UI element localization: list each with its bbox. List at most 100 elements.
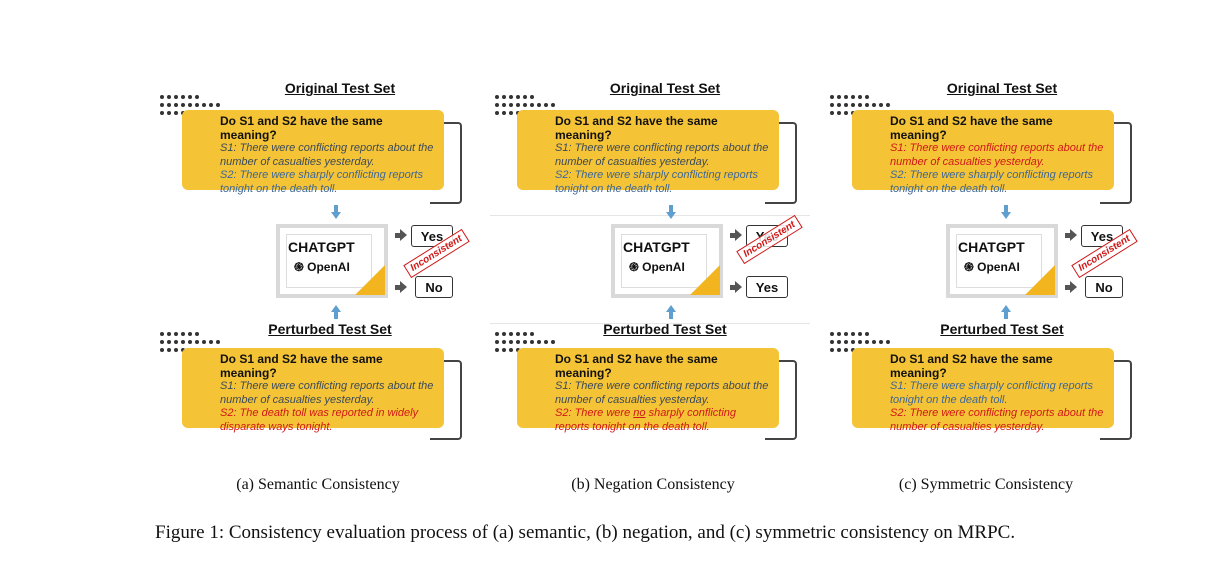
- up-arrow-icon: [666, 305, 676, 319]
- dot: [195, 103, 199, 107]
- dot: [195, 332, 199, 336]
- dot: [174, 103, 178, 107]
- dot: [188, 340, 192, 344]
- perturbed-test-set-header: Perturbed Test Set: [940, 321, 1064, 337]
- original-s2: S2: There were sharply conflicting repor…: [890, 169, 1093, 195]
- dot: [537, 340, 541, 344]
- perturbed-s2: S2: The death toll was reported in widel…: [220, 407, 419, 433]
- dot: [851, 103, 855, 107]
- dot: [216, 340, 220, 344]
- dot: [844, 340, 848, 344]
- dot: [530, 103, 534, 107]
- perturbed-test-set-header: Perturbed Test Set: [268, 321, 392, 337]
- answer-perturbed: Yes: [746, 276, 788, 298]
- dot: [523, 340, 527, 344]
- dot: [830, 348, 834, 352]
- perturbed-s1: S1: There were sharply conflicting repor…: [890, 380, 1093, 406]
- dot: [844, 348, 848, 352]
- dot: [160, 340, 164, 344]
- dot: [551, 340, 555, 344]
- panel-symmetric: Original Test Set Do S1 and S2 have the …: [830, 0, 1160, 470]
- card-bracket: [430, 122, 462, 204]
- original-card: Do S1 and S2 have the same meaning? S1: …: [182, 110, 444, 195]
- dot: [181, 340, 185, 344]
- dot: [502, 103, 506, 107]
- dot: [174, 332, 178, 336]
- card-bracket: [765, 122, 797, 204]
- dot: [495, 95, 499, 99]
- dot: [188, 95, 192, 99]
- negation-word: no: [633, 407, 646, 419]
- perturbed-s1: S1: There were conflicting reports about…: [220, 380, 434, 406]
- original-card: Do S1 and S2 have the same meaning? S1: …: [517, 110, 779, 195]
- subcaption-b: (b) Negation Consistency: [571, 476, 735, 493]
- dot: [851, 332, 855, 336]
- dot: [858, 332, 862, 336]
- openai-logo-icon: ֍: [294, 260, 308, 274]
- dot: [160, 103, 164, 107]
- dot: [167, 111, 171, 115]
- dot: [858, 340, 862, 344]
- dot: [202, 340, 206, 344]
- dot: [174, 348, 178, 352]
- answer-arrow-icon: [395, 281, 407, 293]
- dot: [167, 103, 171, 107]
- openai-logo-icon: ֍: [629, 260, 643, 274]
- dot: [167, 332, 171, 336]
- answer-arrow-icon: [395, 229, 407, 241]
- card-bracket: [430, 360, 462, 440]
- answer-perturbed: No: [415, 276, 453, 298]
- answer-arrow-icon: [730, 281, 742, 293]
- dot: [174, 95, 178, 99]
- dot: [844, 95, 848, 99]
- original-s1: S1: There were conflicting reports about…: [220, 142, 434, 168]
- dot: [509, 332, 513, 336]
- dot: [502, 348, 506, 352]
- dot: [509, 340, 513, 344]
- dot: [209, 340, 213, 344]
- dot: [830, 103, 834, 107]
- dot: [865, 332, 869, 336]
- answer-perturbed: No: [1085, 276, 1123, 298]
- up-arrow-icon: [331, 305, 341, 319]
- dot: [195, 95, 199, 99]
- answer-arrow-icon: [1065, 281, 1077, 293]
- faint-divider: [490, 323, 810, 324]
- figure-caption: Figure 1: Consistency evaluation process…: [155, 522, 1016, 543]
- dot: [502, 95, 506, 99]
- dot: [181, 332, 185, 336]
- subcaption-c: (c) Symmetric Consistency: [898, 476, 1074, 493]
- chatgpt-label: CHATGPT: [958, 239, 1025, 255]
- card-bracket: [1100, 360, 1132, 440]
- original-s1: S1: There were conflicting reports about…: [890, 142, 1104, 168]
- dot: [523, 103, 527, 107]
- dot: [516, 95, 520, 99]
- dot: [837, 103, 841, 107]
- dot: [495, 332, 499, 336]
- dot: [502, 111, 506, 115]
- dot: [551, 103, 555, 107]
- dot: [495, 340, 499, 344]
- dot: [844, 332, 848, 336]
- dot: [502, 332, 506, 336]
- dot: [844, 103, 848, 107]
- down-arrow-icon: [331, 205, 341, 219]
- answer-arrow-icon: [730, 229, 742, 241]
- dot: [495, 348, 499, 352]
- dot: [181, 95, 185, 99]
- dot: [865, 95, 869, 99]
- dot: [872, 340, 876, 344]
- card-bracket: [1100, 122, 1132, 204]
- dot: [509, 348, 513, 352]
- dot: [837, 332, 841, 336]
- dot: [160, 348, 164, 352]
- down-arrow-icon: [1001, 205, 1011, 219]
- dot: [502, 340, 506, 344]
- dot: [865, 340, 869, 344]
- chatgpt-box: CHATGPT ֍ OpenAI: [611, 224, 723, 298]
- dot: [544, 103, 548, 107]
- dot: [837, 111, 841, 115]
- dot: [865, 103, 869, 107]
- original-card: Do S1 and S2 have the same meaning? S1: …: [852, 110, 1114, 195]
- dot: [851, 95, 855, 99]
